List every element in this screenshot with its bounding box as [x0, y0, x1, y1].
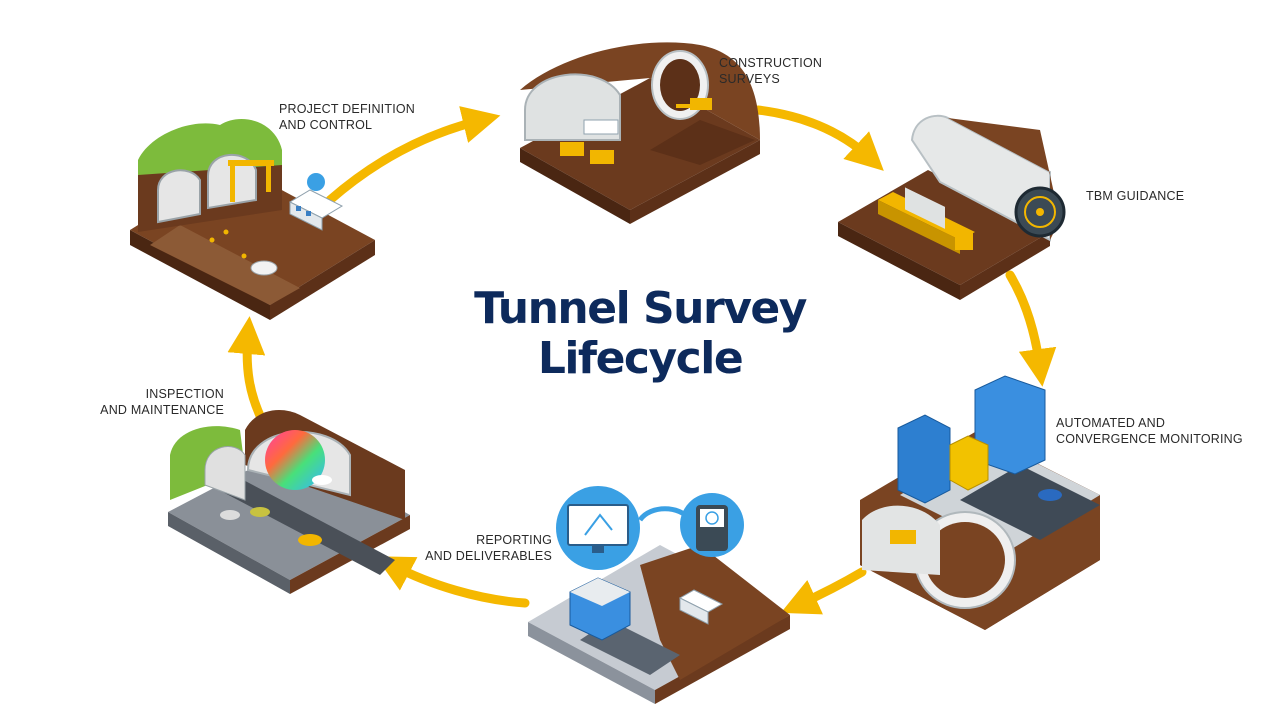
inspection-illustration: [168, 410, 410, 594]
title-line-1: Tunnel Survey: [474, 283, 807, 334]
label-inspection: INSPECTION AND MAINTENANCE: [100, 387, 224, 417]
site-office-icon: [678, 589, 724, 625]
office-building-icon: [569, 577, 631, 641]
truck-icon: [878, 187, 975, 254]
arrow-inspection-to-project: [227, 316, 267, 425]
scan-point-cloud-icon: [265, 430, 325, 490]
car-icon: [1038, 489, 1062, 501]
arrow-project-to-construction: [325, 106, 501, 205]
label-automated-monitoring: AUTOMATED AND CONVERGENCE MONITORING: [1056, 416, 1243, 446]
project-definition-illustration: [130, 118, 375, 320]
tbm-cutterhead-icon: [1014, 186, 1066, 238]
tablet-controller-icon: [680, 493, 744, 557]
excavator-icon: [676, 98, 712, 110]
site-office-icon: [288, 189, 344, 231]
car-icon: [250, 260, 278, 276]
reporting-illustration: [528, 486, 790, 704]
construction-surveys-illustration: [520, 42, 760, 224]
label-tbm-guidance: TBM GUIDANCE: [1086, 189, 1185, 203]
gantry-icon: [228, 160, 274, 166]
office-building-icon: [897, 375, 1046, 504]
tunnel-portal-icon: [157, 169, 201, 224]
tbm-guidance-illustration: [838, 114, 1066, 300]
label-project-definition: PROJECT DEFINITION AND CONTROL: [279, 102, 416, 132]
arrow-construction-to-tbm: [753, 105, 884, 171]
label-reporting: REPORTING AND DELIVERABLES: [425, 533, 552, 563]
title-line-2: Lifecycle: [537, 333, 744, 384]
label-construction-surveys: CONSTRUCTION SURVEYS: [719, 56, 823, 86]
cycle-arrows: [227, 105, 1057, 615]
arrow-reporting-to-inspection: [375, 556, 530, 608]
monitor-icon: [556, 486, 640, 570]
page-title: Tunnel Survey Lifecycle: [440, 284, 840, 384]
arrow-tbm-to-monitoring: [1005, 270, 1057, 387]
automated-monitoring-illustration: [860, 375, 1100, 630]
refresh-icon: [307, 173, 325, 191]
arrow-monitoring-to-reporting: [780, 567, 867, 615]
